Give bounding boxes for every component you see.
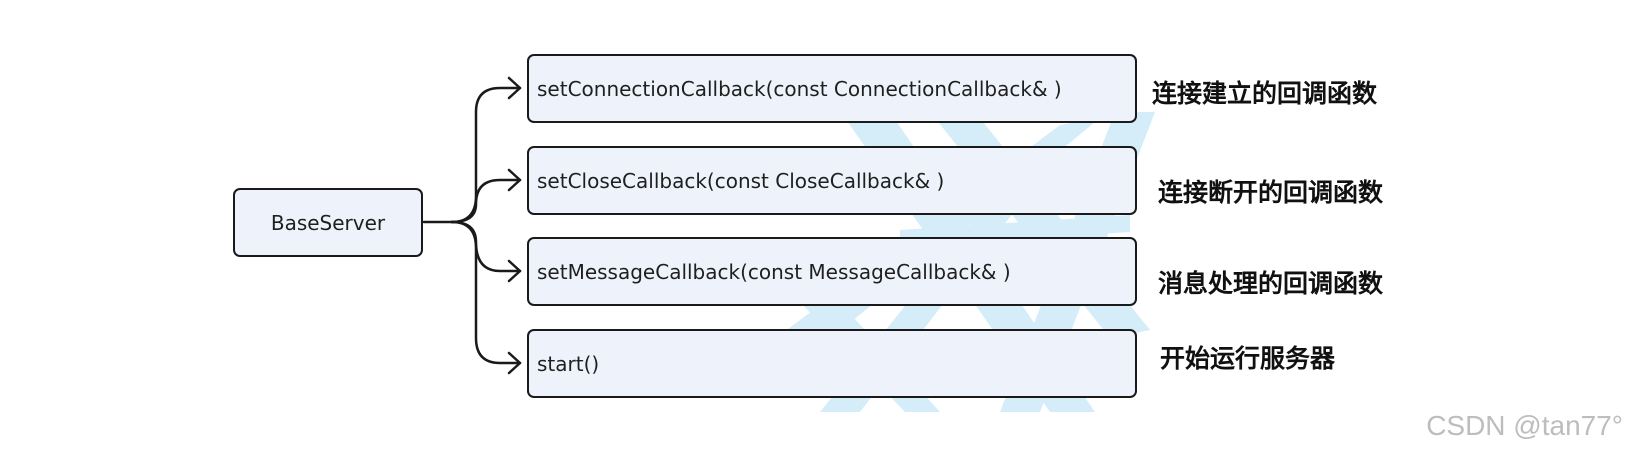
arrowhead-icon <box>507 259 522 283</box>
arrowhead-icon <box>507 76 522 100</box>
node-baseserver: BaseServer <box>233 188 423 257</box>
node-set-message-callback: setMessageCallback(const MessageCallback… <box>527 237 1137 306</box>
description-close: 连接断开的回调函数 <box>1158 178 1384 207</box>
description-start: 开始运行服务器 <box>1160 344 1336 373</box>
description-message: 消息处理的回调函数 <box>1158 269 1384 298</box>
arrowhead-icon <box>507 168 522 192</box>
method-label: setConnectionCallback(const ConnectionCa… <box>537 76 1062 101</box>
node-start: start() <box>527 329 1137 398</box>
connector-lines <box>422 76 522 375</box>
watermark-text: CSDN @tan77° <box>1426 410 1623 441</box>
node-baseserver-label: BaseServer <box>270 210 386 235</box>
node-set-close-callback: setCloseCallback(const CloseCallback& ) <box>527 146 1137 215</box>
node-set-connection-callback: setConnectionCallback(const ConnectionCa… <box>527 54 1137 123</box>
connector-branch-2 <box>450 178 522 224</box>
method-label: setCloseCallback(const CloseCallback& ) <box>537 168 945 193</box>
method-label: start() <box>537 351 600 376</box>
method-label: setMessageCallback(const MessageCallback… <box>537 259 1011 284</box>
connector-branch-4 <box>450 220 522 365</box>
arrowhead-icon <box>507 351 522 375</box>
description-connection: 连接建立的回调函数 <box>1152 79 1378 108</box>
connector-branch-1 <box>450 86 522 224</box>
connector-branch-3 <box>450 220 522 273</box>
